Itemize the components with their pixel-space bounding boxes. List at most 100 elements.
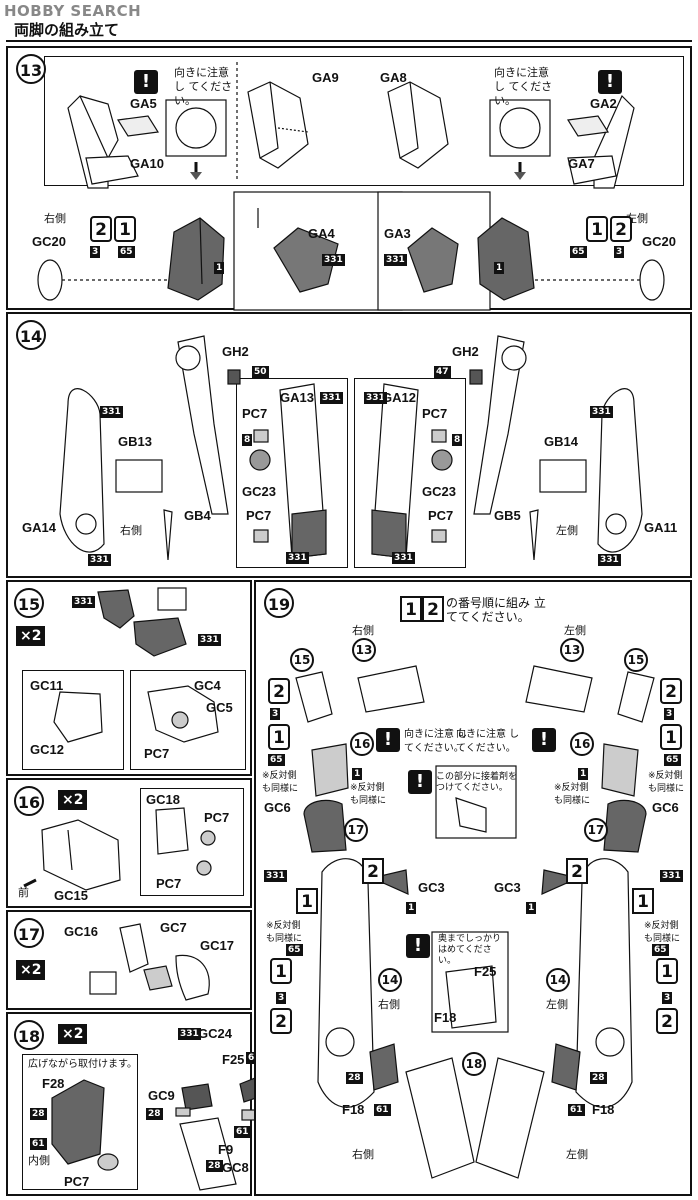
step-13-panel: 13	[6, 46, 692, 311]
color-code: 50	[252, 366, 269, 378]
order-box-2: 2	[422, 596, 444, 622]
color-code: 1	[406, 902, 417, 914]
color-code: 331	[392, 552, 415, 564]
part-PC7: PC7	[246, 508, 272, 523]
step-13-drawing	[37, 62, 665, 311]
caution-icon: !	[532, 728, 556, 752]
step-19-panel: 19 1 2 の番号順に組み 立ててください。	[254, 580, 692, 1196]
color-code: 3	[614, 246, 625, 258]
part-GC4: GC4	[194, 678, 221, 693]
part-GC3: GC3	[494, 880, 521, 895]
color-code: 61	[568, 1104, 585, 1116]
part-GA11: GA11	[644, 520, 678, 535]
color-code: 331	[72, 596, 95, 608]
detail-box	[22, 670, 124, 770]
color-code: 331	[384, 254, 407, 266]
step-15-panel: 15 ×2 331 331 GC11 GC12 GC4 GC5 PC7	[6, 580, 252, 776]
side-right-label: 右側	[44, 212, 66, 225]
side-left-label: 左側	[566, 1148, 588, 1161]
part-PC7: PC7	[204, 810, 230, 825]
color-code: 65	[664, 754, 681, 766]
push-note: 奥までしっかり はめてください。	[438, 934, 502, 966]
mirror-note: ※反対側 も同様に	[266, 921, 303, 944]
part-GA10: GA10	[130, 156, 164, 171]
ref-step-14: 14	[546, 968, 570, 992]
part-GA4: GA4	[308, 226, 335, 241]
part-GC9: GC9	[148, 1088, 175, 1103]
color-code: 65	[268, 754, 285, 766]
part-GC15: GC15	[54, 888, 88, 903]
color-code: 3	[90, 246, 101, 258]
color-code: 28	[30, 1108, 47, 1120]
step-16-panel: 16 ×2 GC18 PC7 PC7 前 GC15	[6, 778, 252, 908]
color-code: 3	[662, 992, 673, 1004]
step-17-badge: 17	[14, 918, 44, 948]
color-code: 61	[30, 1138, 47, 1150]
color-code: 1	[526, 902, 537, 914]
part-GH2: GH2	[222, 344, 249, 359]
part-F28: F28	[42, 1076, 65, 1091]
ref-step-13: 13	[352, 638, 376, 662]
caution-icon: !	[408, 770, 432, 794]
step-19-drawing	[295, 665, 655, 1179]
color-code: 1	[578, 768, 589, 780]
color-code: 331	[178, 1028, 201, 1040]
color-code: 65	[286, 944, 303, 956]
side-left-label: 左側	[556, 524, 578, 537]
side-right-label: 右側	[352, 1148, 374, 1161]
part-GA9: GA9	[312, 70, 339, 85]
color-code: 28	[346, 1072, 363, 1084]
step-13-badge: 13	[16, 54, 46, 84]
order-box-2: 2	[660, 678, 682, 704]
part-GC16: GC16	[64, 924, 98, 939]
part-GA5: GA5	[130, 96, 157, 111]
step-18-panel: 18 ×2 広げながら取付けます。 F28 28 61 内側 PC7 331 G…	[6, 1012, 263, 1196]
part-GA12: GA12	[382, 390, 416, 405]
quantity-badge: ×2	[16, 626, 46, 646]
color-code: 61	[234, 1126, 251, 1138]
ref-step-15: 15	[624, 648, 648, 672]
part-PC7: PC7	[422, 406, 448, 421]
side-right-label: 右側	[378, 998, 400, 1011]
quantity-badge: ×2	[16, 960, 46, 980]
part-GH2: GH2	[452, 344, 479, 359]
ref-step-16: 16	[350, 732, 374, 756]
part-GC12: GC12	[30, 742, 64, 757]
part-PC7: PC7	[64, 1174, 90, 1189]
mirror-note: ※反対側 も同様に	[648, 771, 685, 794]
part-GC23: GC23	[242, 484, 276, 499]
part-GB13: GB13	[118, 434, 152, 449]
ref-step-16: 16	[570, 732, 594, 756]
color-code: 1	[494, 262, 505, 274]
detail-box-top	[44, 56, 684, 186]
order-box-2: 2	[268, 678, 290, 704]
part-GC7: GC7	[160, 920, 187, 935]
color-code: 331	[660, 870, 683, 882]
step-19-badge: 19	[264, 588, 294, 618]
order-box-1: 1	[268, 724, 290, 750]
mirror-note: ※反対側 も同様に	[350, 783, 387, 806]
caution-icon: !	[376, 728, 400, 752]
part-GC3: GC3	[418, 880, 445, 895]
detail-box	[140, 788, 244, 896]
section-title: 両脚の組み立て	[6, 20, 692, 42]
color-code: 65	[652, 944, 669, 956]
step-14-panel: 14 GH2	[6, 312, 692, 578]
order-box-2: 2	[90, 216, 112, 242]
mirror-note: ※反対側 も同様に	[554, 783, 591, 806]
color-code: 331	[88, 554, 111, 566]
orientation-note: 向きに注意し てください。	[174, 66, 233, 107]
step-16-drawing	[23, 807, 216, 891]
orientation-note-2: 向きに注意し てください。	[494, 66, 553, 107]
color-code: 3	[270, 708, 281, 720]
step-15-drawing	[53, 587, 219, 743]
ref-step-17: 17	[344, 818, 368, 842]
color-code: 61	[374, 1104, 391, 1116]
part-PC7: PC7	[242, 406, 268, 421]
color-code: 331	[322, 254, 345, 266]
step-17-drawing	[89, 923, 210, 1001]
front-label: 前	[18, 886, 29, 899]
order-box-2: 2	[362, 858, 384, 884]
color-code: 28	[146, 1108, 163, 1120]
orientation-note: 向きに注意 してください。	[404, 729, 468, 754]
